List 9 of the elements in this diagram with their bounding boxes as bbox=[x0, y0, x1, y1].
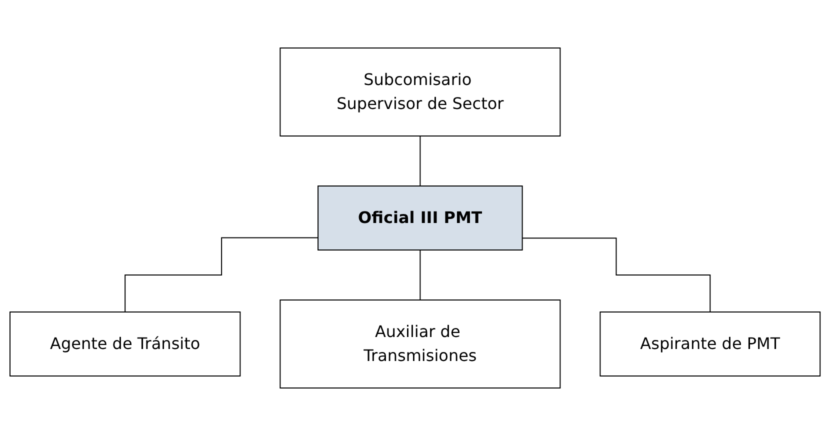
node-box: Agente de Tránsito bbox=[9, 312, 241, 376]
node-box: Aspirante de PMT bbox=[600, 312, 821, 376]
connector bbox=[420, 136, 421, 186]
connector bbox=[420, 250, 421, 300]
node-box: Subcomisario Supervisor de Sector bbox=[280, 48, 561, 136]
node-box: Oficial III PMT bbox=[317, 186, 523, 250]
node-box: Auxiliar de Transmisiones bbox=[280, 300, 561, 388]
connector bbox=[522, 238, 711, 312]
connector bbox=[124, 237, 318, 312]
